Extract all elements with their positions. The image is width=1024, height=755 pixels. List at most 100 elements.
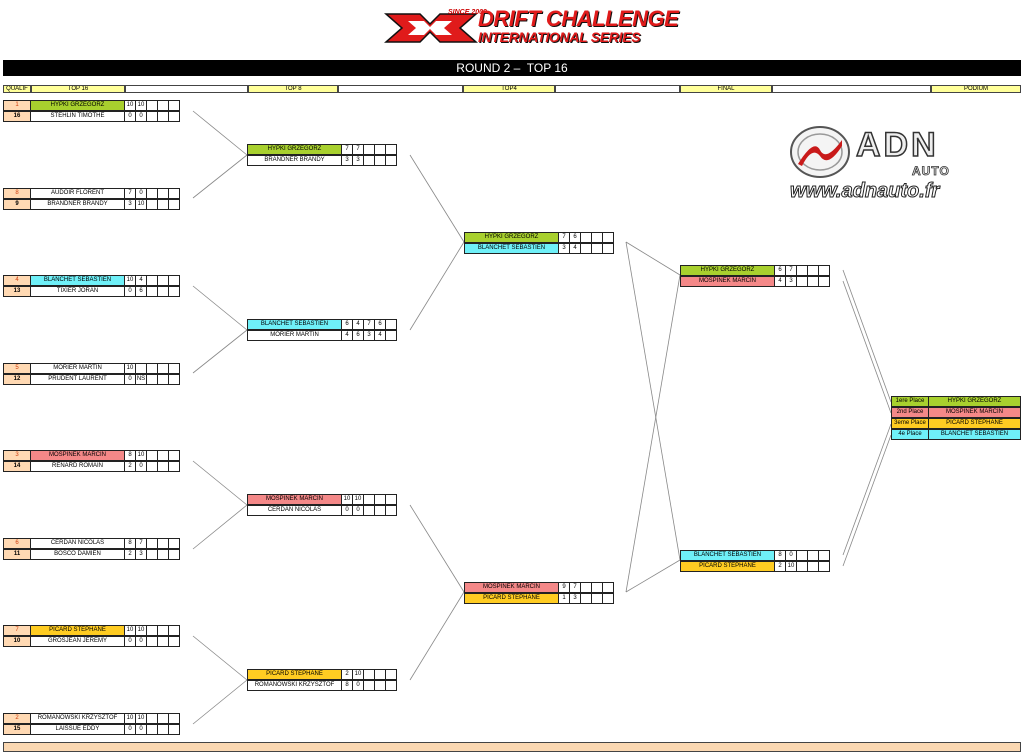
qualif-seed: 1 <box>3 100 31 111</box>
competitor-row: 1 HYPKI GRZEGORZ 10 10 <box>3 100 180 111</box>
score-cell <box>168 188 180 199</box>
competitor-name: CERDAN NICOLAS <box>247 505 342 516</box>
qualif-seed: 11 <box>3 549 31 560</box>
competitor-row: ROMANOWSKI KRZYSZTOF 8 0 <box>247 680 397 691</box>
competitor-row: 5 MORIER MARTIN 10 <box>3 363 180 374</box>
qualif-seed: 12 <box>3 374 31 385</box>
connector-line <box>192 285 248 331</box>
score-cell <box>168 275 180 286</box>
competitor-name: HYPKI GRZEGORZ <box>30 100 125 111</box>
connector-line <box>625 241 681 561</box>
podium-row: 1ere Place HYPKI GRZEGORZ <box>891 396 1021 407</box>
connector-line <box>192 110 248 156</box>
competitor-name: BRANDNER BRANDY <box>30 199 125 210</box>
podium-name: HYPKI GRZEGORZ <box>928 396 1021 407</box>
competitor-name: HYPKI GRZEGORZ <box>247 144 342 155</box>
top8-match-3: MOSPINEK MARCIN 10 10 CERDAN NICOLAS 0 0 <box>247 494 397 516</box>
competitor-row: 11 BOSCO DAMIEN 2 3 <box>3 549 180 560</box>
col-spacer <box>555 85 680 93</box>
connector-line <box>192 635 248 681</box>
logo-since: SINCE 2009 <box>448 9 487 16</box>
score-cell <box>168 363 180 374</box>
sponsor-name: ADN <box>855 125 939 165</box>
connector-line <box>409 154 465 243</box>
qualif-seed: 13 <box>3 286 31 297</box>
competitor-row: 2 ROMANOWSKI KRZYSZTOF 10 10 <box>3 713 180 724</box>
qualif-seed: 8 <box>3 188 31 199</box>
competitor-row: 4 BLANCHET SEBASTIEN 10 4 <box>3 275 180 286</box>
competitor-row: 3 MOSPINEK MARCIN 8 10 <box>3 450 180 461</box>
podium-place: 1ere Place <box>891 396 929 407</box>
col-top8: TOP 8 <box>248 85 338 93</box>
connector-line <box>625 559 681 593</box>
competitor-row: MOSPINEK MARCIN 10 10 <box>247 494 397 505</box>
connector-line <box>842 434 892 567</box>
score-cell <box>602 232 614 243</box>
competitor-row: 15 LAISSUE EDDY 0 0 <box>3 724 180 735</box>
score-cell <box>385 144 397 155</box>
third-place-match: BLANCHET SEBASTIEN 8 0 PICARD STEPHANE 2… <box>680 550 830 572</box>
qualif-seed: 7 <box>3 625 31 636</box>
competitor-name: PICARD STEPHANE <box>464 593 559 604</box>
competitor-row: 16 STEHLIN TIMOTHE 0 0 <box>3 111 180 122</box>
top16-match-8: 2 ROMANOWSKI KRZYSZTOF 10 10 15 LAISSUE … <box>3 713 180 735</box>
score-cell <box>602 582 614 593</box>
competitor-row: MOSPINEK MARCIN 9 7 <box>464 582 614 593</box>
competitor-name: MORIER MARTIN <box>30 363 125 374</box>
score-cell <box>385 669 397 680</box>
score-cell <box>818 550 830 561</box>
col-podium: PODIUM <box>931 85 1021 93</box>
footer-bar <box>3 742 1021 752</box>
podium-row: 4e Place BLANCHET SEBASTIEN <box>891 429 1021 440</box>
podium-table: 1ere Place HYPKI GRZEGORZ 2nd Place MOSP… <box>891 396 1021 440</box>
competitor-name: HYPKI GRZEGORZ <box>680 265 775 276</box>
sponsor-logo: ADN AUTO www.adnauto.fr <box>786 122 998 206</box>
connector-line <box>192 504 248 550</box>
competitor-name: BLANCHET SEBASTIEN <box>247 319 342 330</box>
score-cell <box>168 724 180 735</box>
logo-subtitle: INTERNATIONAL SERIES <box>478 29 641 45</box>
qualif-seed: 10 <box>3 636 31 647</box>
competitor-name: MOSPINEK MARCIN <box>30 450 125 461</box>
qualif-seed: 15 <box>3 724 31 735</box>
col-final: FINAL <box>680 85 772 93</box>
sponsor-url: www.adnauto.fr <box>789 180 940 203</box>
competitor-row: PICARD STEPHANE 1 3 <box>464 593 614 604</box>
top16-match-3: 4 BLANCHET SEBASTIEN 10 4 13 TIXIER JORA… <box>3 275 180 297</box>
competitor-name: PICARD STEPHANE <box>247 669 342 680</box>
competitor-row: 7 PICARD STEPHANE 10 10 <box>3 625 180 636</box>
podium-place: 3eme Place <box>891 418 929 429</box>
competitor-row: BLANCHET SEBASTIEN 8 0 <box>680 550 830 561</box>
score-cell <box>385 505 397 516</box>
competitor-row: 6 CERDAN NICOLAS 8 7 <box>3 538 180 549</box>
competitor-name: MOSPINEK MARCIN <box>464 582 559 593</box>
competitor-row: 8 AUDOIR FLORENT 7 0 <box>3 188 180 199</box>
competitor-row: MOSPINEK MARCIN 4 3 <box>680 276 830 287</box>
sponsor-sub: AUTO <box>912 164 950 179</box>
competitor-name: TIXIER JORAN <box>30 286 125 297</box>
qualif-seed: 14 <box>3 461 31 472</box>
competitor-row: PICARD STEPHANE 2 10 <box>680 561 830 572</box>
competitor-row: HYPKI GRZEGORZ 7 7 <box>247 144 397 155</box>
score-cell <box>168 713 180 724</box>
competitor-name: ROMANOWSKI KRZYSZTOF <box>30 713 125 724</box>
competitor-row: MORIER MARTIN 4 6 3 4 <box>247 330 397 341</box>
col-qualif: QUALIF <box>3 85 31 93</box>
connector-line <box>625 274 681 593</box>
connector-line <box>625 241 681 276</box>
score-cell <box>385 680 397 691</box>
score-cell <box>818 561 830 572</box>
score-cell <box>602 243 614 254</box>
competitor-row: CERDAN NICOLAS 0 0 <box>247 505 397 516</box>
col-spacer <box>772 85 931 93</box>
col-top4: TOP4 <box>463 85 555 93</box>
score-cell <box>602 593 614 604</box>
round-title: ROUND 2 – TOP 16 <box>3 60 1021 76</box>
connector-line <box>409 241 465 331</box>
logo-title: DRIFT CHALLENGE <box>478 6 679 31</box>
competitor-row: PICARD STEPHANE 2 10 <box>247 669 397 680</box>
connector-line <box>192 679 248 725</box>
competitor-name: BLANCHET SEBASTIEN <box>30 275 125 286</box>
score-cell <box>385 319 397 330</box>
